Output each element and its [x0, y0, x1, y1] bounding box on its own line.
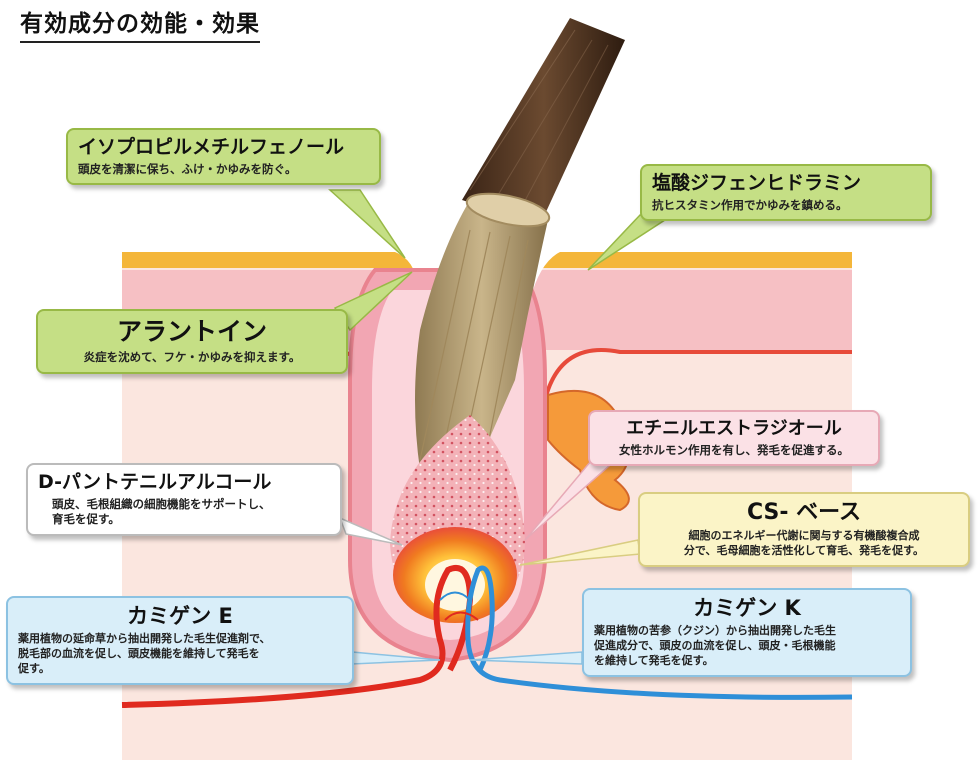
- callout-pointers: [328, 189, 671, 665]
- ingredient-name: アラントイン: [116, 317, 267, 346]
- ingredient-name: イソプロピルメチルフェノール: [78, 136, 345, 158]
- ingredient-desc: 抗ヒスタミン作用でかゆみを鎮める。: [652, 197, 848, 212]
- hair-root: [415, 192, 551, 470]
- ingredient-desc: 細胞のエネルギー代謝に関与する有機酸複合成: [688, 529, 920, 543]
- ingredient-desc: 薬用植物の延命草から抽出開発した毛生促進剤で、: [18, 632, 271, 646]
- ingredient-name: 塩酸ジフェンヒドラミン: [652, 172, 862, 194]
- callout-isopropyl-methylphenol: イソプロピルメチルフェノール 頭皮を清潔に保ち、ふけ・かゆみを防ぐ。: [66, 128, 381, 186]
- blood-vessels: [121, 565, 853, 708]
- ingredient-desc: を維持して発毛を促す。: [594, 653, 714, 667]
- ingredient-name: CS- ベース: [746, 500, 862, 525]
- ingredient-desc: 頭皮を清潔に保ち、ふけ・かゆみを防ぐ。: [78, 161, 297, 176]
- callout-kamigen-e: カミゲン E 薬用植物の延命草から抽出開発した毛生促進剤で、 脱毛部の血流を促し…: [6, 596, 354, 685]
- ingredient-desc: 女性ホルモン作用を有し、発毛を促進する。: [619, 442, 849, 457]
- page-title: 有効成分の効能・効果: [20, 4, 260, 43]
- hair-shaft: [462, 18, 625, 225]
- ingredient-name: エチニルエストラジオール: [626, 418, 842, 439]
- hair-bulb: [390, 415, 525, 623]
- ingredient-desc: 分で、毛母細胞を活性化して育毛、発毛を促す。: [683, 544, 925, 558]
- callout-d-panthenol: D-パントテニルアルコール 頭皮、毛根組織の細胞機能をサポートし、 育毛を促す。: [26, 463, 342, 536]
- ingredient-desc: 脱毛部の血流を促し、頭皮機能を維持して発毛を: [18, 647, 260, 661]
- callout-ethinylestradiol: エチニルエストラジオール 女性ホルモン作用を有し、発毛を促進する。: [588, 410, 880, 467]
- ingredient-desc: 促進成分で、頭皮の血流を促し、頭皮・毛根機能: [594, 639, 836, 653]
- ingredient-desc: 薬用植物の苦参（クジン）から抽出開発した毛生: [594, 624, 836, 638]
- ingredient-desc: 育毛を促す。: [52, 512, 120, 527]
- ingredient-desc: 頭皮、毛根組織の細胞機能をサポートし、: [52, 496, 271, 511]
- callout-kamigen-k: カミゲン K 薬用植物の苦参（クジン）から抽出開発した毛生 促進成分で、頭皮の血…: [582, 588, 912, 677]
- ingredient-desc: 促す。: [18, 661, 50, 675]
- ingredient-name: カミゲン E: [127, 604, 233, 628]
- ingredient-desc: 炎症を沈めて、フケ・かゆみを抑えます。: [83, 350, 301, 364]
- ingredient-name: カミゲン K: [693, 596, 801, 620]
- ingredient-name: D-パントテニルアルコール: [38, 471, 272, 493]
- callout-diphenhydramine: 塩酸ジフェンヒドラミン 抗ヒスタミン作用でかゆみを鎮める。: [640, 164, 932, 222]
- callout-allantoin: アラントイン 炎症を沈めて、フケ・かゆみを抑えます。: [36, 309, 348, 374]
- callout-cs-base: CS- ベース 細胞のエネルギー代謝に関与する有機酸複合成 分で、毛母細胞を活性…: [638, 492, 970, 568]
